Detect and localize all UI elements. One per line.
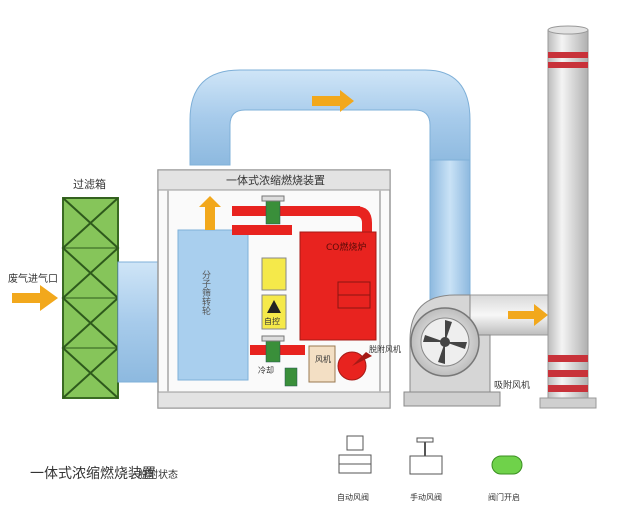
manual-valve-label: 手动风阀 [410, 492, 442, 502]
suction-fan [403, 294, 551, 407]
valve-open-indicator [491, 455, 523, 475]
exhaust-inlet-label: 废气进气口 [8, 272, 58, 285]
bed-up-arrow-icon [199, 196, 221, 230]
adsorption-bed [177, 229, 249, 381]
valve-open-label: 阀门开启 [488, 492, 520, 502]
outlet-arrow-icon [508, 304, 548, 326]
desorb-label: 冷却 [258, 365, 274, 375]
filter-box-label: 过滤箱 [73, 177, 106, 191]
desorption-fan [337, 351, 372, 381]
filter-box [61, 197, 120, 399]
manual-valve-icon [409, 437, 443, 475]
control-panel [261, 257, 287, 330]
co-furnace-label: CO燃烧炉 [326, 241, 366, 253]
adsorption-bed-label: 分子筛转轮 [200, 270, 211, 315]
auto-valve-icon [338, 435, 372, 474]
suction-fan-label: 吸附风机 [494, 379, 530, 391]
top-duct [189, 69, 471, 306]
chimney [539, 25, 597, 409]
legend-title-label: 一体式浓缩燃烧装置 [30, 465, 156, 482]
cooling-fan-label: 风机 [315, 354, 331, 364]
status-label: 脱附状态 [138, 468, 178, 481]
cooling-fan-box [308, 345, 336, 383]
self-control-label: 自控 [264, 316, 280, 326]
flow-arrow-icon [312, 90, 354, 112]
auto-valve-label: 自动风阀 [337, 492, 369, 502]
co-furnace [299, 231, 377, 341]
desorption-fan-label: 脱附风机 [369, 344, 401, 354]
valve-column [261, 195, 298, 387]
inlet-arrow-icon [12, 285, 58, 311]
device-title-label: 一体式浓缩燃烧装置 [226, 173, 325, 187]
